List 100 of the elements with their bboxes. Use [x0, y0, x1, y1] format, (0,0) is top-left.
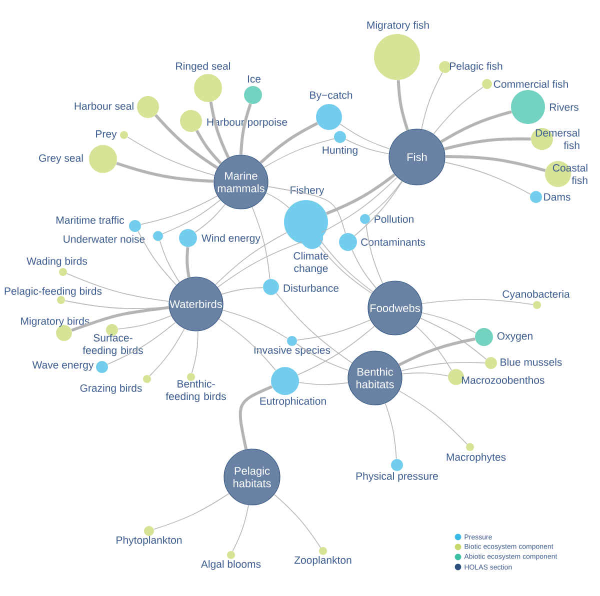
- connector-line: [232, 504, 249, 552]
- node-label: Wading birds: [26, 257, 88, 267]
- node-label: Surface-feeding birds: [82, 334, 143, 356]
- node-label: Eutrophication: [260, 397, 326, 407]
- connector-line: [116, 162, 214, 183]
- node-label: Ice: [248, 75, 261, 83]
- connector-line: [444, 162, 531, 195]
- node-label: Underwater noise: [64, 235, 145, 243]
- connector-line: [107, 322, 176, 365]
- node-label: Fishery: [290, 186, 324, 196]
- node-label: Invasive species: [254, 346, 330, 356]
- connector-line: [149, 328, 185, 376]
- node-label: By−catch: [310, 91, 352, 101]
- connector-line: [402, 372, 448, 376]
- connector-line: [162, 200, 221, 234]
- node-label: Macrophytes: [446, 453, 506, 463]
- connector-line: [398, 338, 476, 366]
- connector-line: [422, 299, 534, 305]
- connector-line: [268, 186, 346, 234]
- connector-line: [396, 80, 410, 131]
- node-label: Commercial fish: [494, 80, 568, 88]
- connector-line: [415, 325, 452, 371]
- connector-line: [384, 402, 397, 460]
- node-label: Wave energy: [32, 361, 94, 371]
- connector-line: [154, 114, 218, 170]
- connector-line: [445, 154, 546, 172]
- connector-line: [127, 136, 215, 176]
- connector-line: [297, 326, 375, 376]
- node-label: Disturbance: [284, 284, 339, 292]
- connector-line: [140, 195, 218, 225]
- connector-line: [345, 138, 390, 154]
- connector-line: [259, 122, 318, 164]
- node-label: Benthic-feeding birds: [166, 380, 226, 402]
- node-label: fish: [564, 141, 580, 150]
- connector-line: [398, 390, 468, 444]
- connector-line: [326, 173, 396, 215]
- connector-line: [319, 239, 374, 292]
- node-label: Pelagic-feeding birds: [4, 287, 102, 297]
- connector-line: [444, 137, 531, 151]
- connector-line: [421, 72, 443, 130]
- node-label: Migratory fish: [367, 21, 429, 31]
- connector-line: [340, 124, 390, 150]
- node-label: Ringed seal: [176, 62, 230, 72]
- node-label: Climate change: [294, 252, 328, 274]
- node-label: Blue mussels: [500, 358, 562, 366]
- connector-line: [138, 230, 177, 286]
- node-label: Pollution: [374, 215, 414, 223]
- connector-line: [296, 343, 350, 371]
- connector-line: [321, 176, 398, 233]
- node-label: Prey: [96, 130, 117, 140]
- connector-line: [159, 240, 180, 283]
- connector-line: [420, 318, 486, 360]
- connector-line: [217, 242, 302, 288]
- connector-line: [296, 319, 371, 340]
- connector-line: [71, 306, 170, 332]
- node-label: Rivers: [550, 103, 578, 111]
- connector-line: [186, 247, 190, 278]
- connector-line: [196, 130, 222, 165]
- connector-line: [221, 287, 264, 295]
- node-label: Physical pressure: [356, 472, 438, 482]
- connector-line: [440, 110, 512, 144]
- node-label: Algal blooms: [200, 560, 261, 570]
- node-label: Zooplankton: [294, 556, 352, 566]
- node-label: Grazing birds: [80, 384, 142, 394]
- connector-line: [222, 310, 288, 339]
- node-label: Pelagic fish: [450, 62, 502, 72]
- connector-line: [366, 224, 384, 284]
- connector-line: [264, 138, 334, 168]
- connector-line: [66, 273, 170, 302]
- connector-line: [154, 493, 230, 530]
- connector-line: [194, 204, 226, 233]
- node-label: Dams: [544, 193, 570, 201]
- node-label: Contaminants: [361, 238, 425, 246]
- node-label: Cyanobacteria: [502, 290, 570, 300]
- connector-line: [238, 385, 273, 450]
- connector-line: [218, 318, 276, 371]
- connector-line: [354, 180, 403, 236]
- connector-line: [368, 180, 402, 216]
- connector-line: [191, 330, 198, 374]
- connector-line: [252, 206, 270, 280]
- connector-line: [274, 494, 321, 548]
- node-label: Harbour seal: [74, 102, 134, 110]
- node-label: Maritime traffic: [56, 216, 124, 224]
- connector-line: [276, 292, 353, 364]
- node-label: fish: [572, 176, 588, 184]
- connector-line: [433, 86, 484, 134]
- node-label: Hunting: [322, 146, 358, 156]
- connector-line: [239, 103, 252, 155]
- connector-line: [298, 382, 348, 385]
- connector-line: [118, 315, 172, 330]
- node-label: Wind energy: [202, 234, 260, 244]
- node-label: Phytoplankton: [116, 536, 182, 546]
- connector-line: [266, 192, 290, 208]
- node-label: Oxygen: [497, 332, 532, 342]
- connector-line: [209, 102, 230, 158]
- connector-line: [421, 312, 476, 334]
- connector-line: [400, 362, 486, 372]
- connector-line: [352, 250, 377, 289]
- node-label: Grey seal: [39, 154, 83, 164]
- connector-line: [319, 246, 372, 294]
